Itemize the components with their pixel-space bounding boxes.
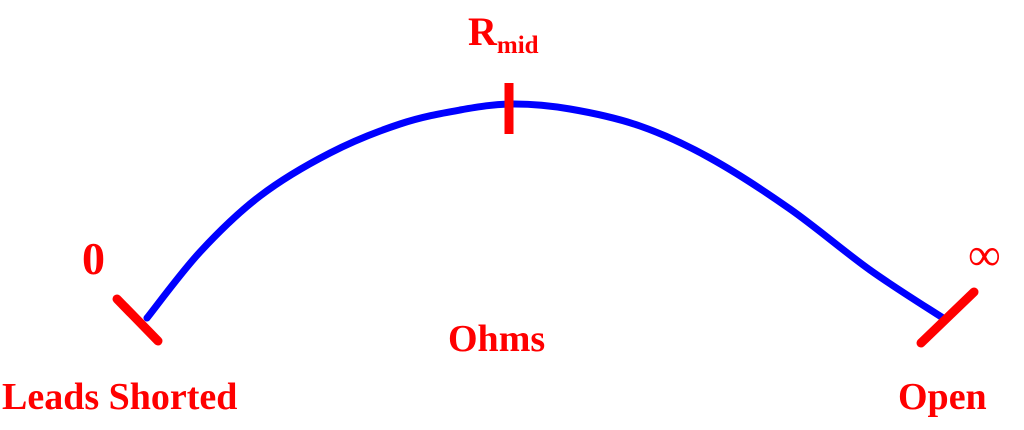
leads-shorted-label: Leads Shorted xyxy=(2,376,238,418)
infinity-tick-mark xyxy=(916,287,979,348)
units-label: Ohms xyxy=(448,318,546,360)
mid-scale-label-subscript: mid xyxy=(496,32,539,59)
zero-value-label: 0 xyxy=(82,233,105,284)
mid-scale-label: Rmid xyxy=(468,9,539,59)
infinity-value-label: ∞ xyxy=(968,229,1001,280)
open-label: Open xyxy=(898,376,987,418)
zero-tick-mark xyxy=(112,294,163,346)
scale-arc xyxy=(143,100,947,322)
mid-scale-label-base: R xyxy=(468,9,497,54)
